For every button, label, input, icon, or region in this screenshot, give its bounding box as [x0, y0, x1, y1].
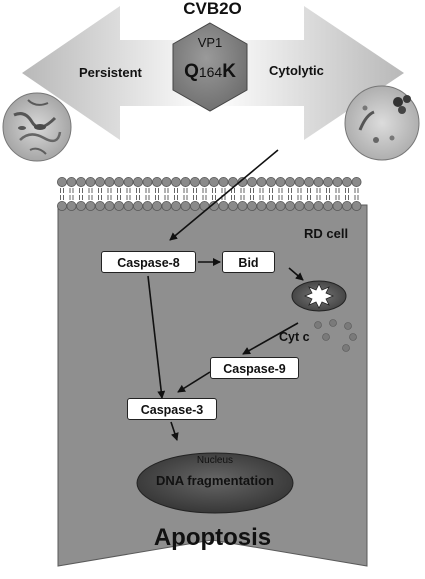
caspase8-node: Caspase-8 — [101, 251, 196, 273]
persistent-arrow — [22, 6, 212, 140]
cyt-c-label: Cyt c — [279, 330, 310, 344]
arrow-virus-to-caspase8 — [169, 149, 279, 241]
arrow-caspase9-to-caspase3 — [177, 371, 211, 393]
cytolytic-micrograph — [344, 85, 420, 161]
cyt-c-dots — [314, 319, 357, 352]
arrow-cytc-to-caspase9 — [242, 322, 299, 355]
hexagon-mutation: Q164K — [170, 61, 250, 83]
apoptosis-label: Apoptosis — [153, 524, 272, 551]
bid-node: Bid — [222, 251, 275, 273]
strain-label: CVB2O — [183, 0, 242, 18]
nucleus-label: Nucleus — [196, 455, 234, 466]
mitochondrion — [291, 280, 347, 312]
arrow-bid-to-mito — [288, 267, 304, 281]
cytolytic-label: Cytolytic — [269, 63, 324, 78]
persistent-label: Persistent — [79, 65, 142, 80]
cell-membrane — [57, 176, 362, 211]
persistent-micrograph — [2, 92, 72, 162]
arrow-caspase8-to-caspase3 — [147, 275, 166, 399]
vp1-hexagon — [172, 22, 248, 112]
cytolytic-arrow — [212, 6, 404, 140]
mutation-to: K — [222, 61, 236, 82]
caspase3-node: Caspase-3 — [127, 398, 217, 420]
mutation-position: 164 — [198, 64, 223, 80]
dna-fragmentation-label: DNA fragmentation — [156, 473, 274, 488]
caspase9-node: Caspase-9 — [210, 357, 299, 379]
nucleus — [136, 452, 294, 514]
mutation-from: Q — [184, 61, 199, 82]
hexagon-vp1-label: VP1 — [197, 35, 223, 50]
arrow-caspase3-to-nucleus — [170, 421, 179, 441]
rd-cell-label: RD cell — [304, 226, 349, 241]
